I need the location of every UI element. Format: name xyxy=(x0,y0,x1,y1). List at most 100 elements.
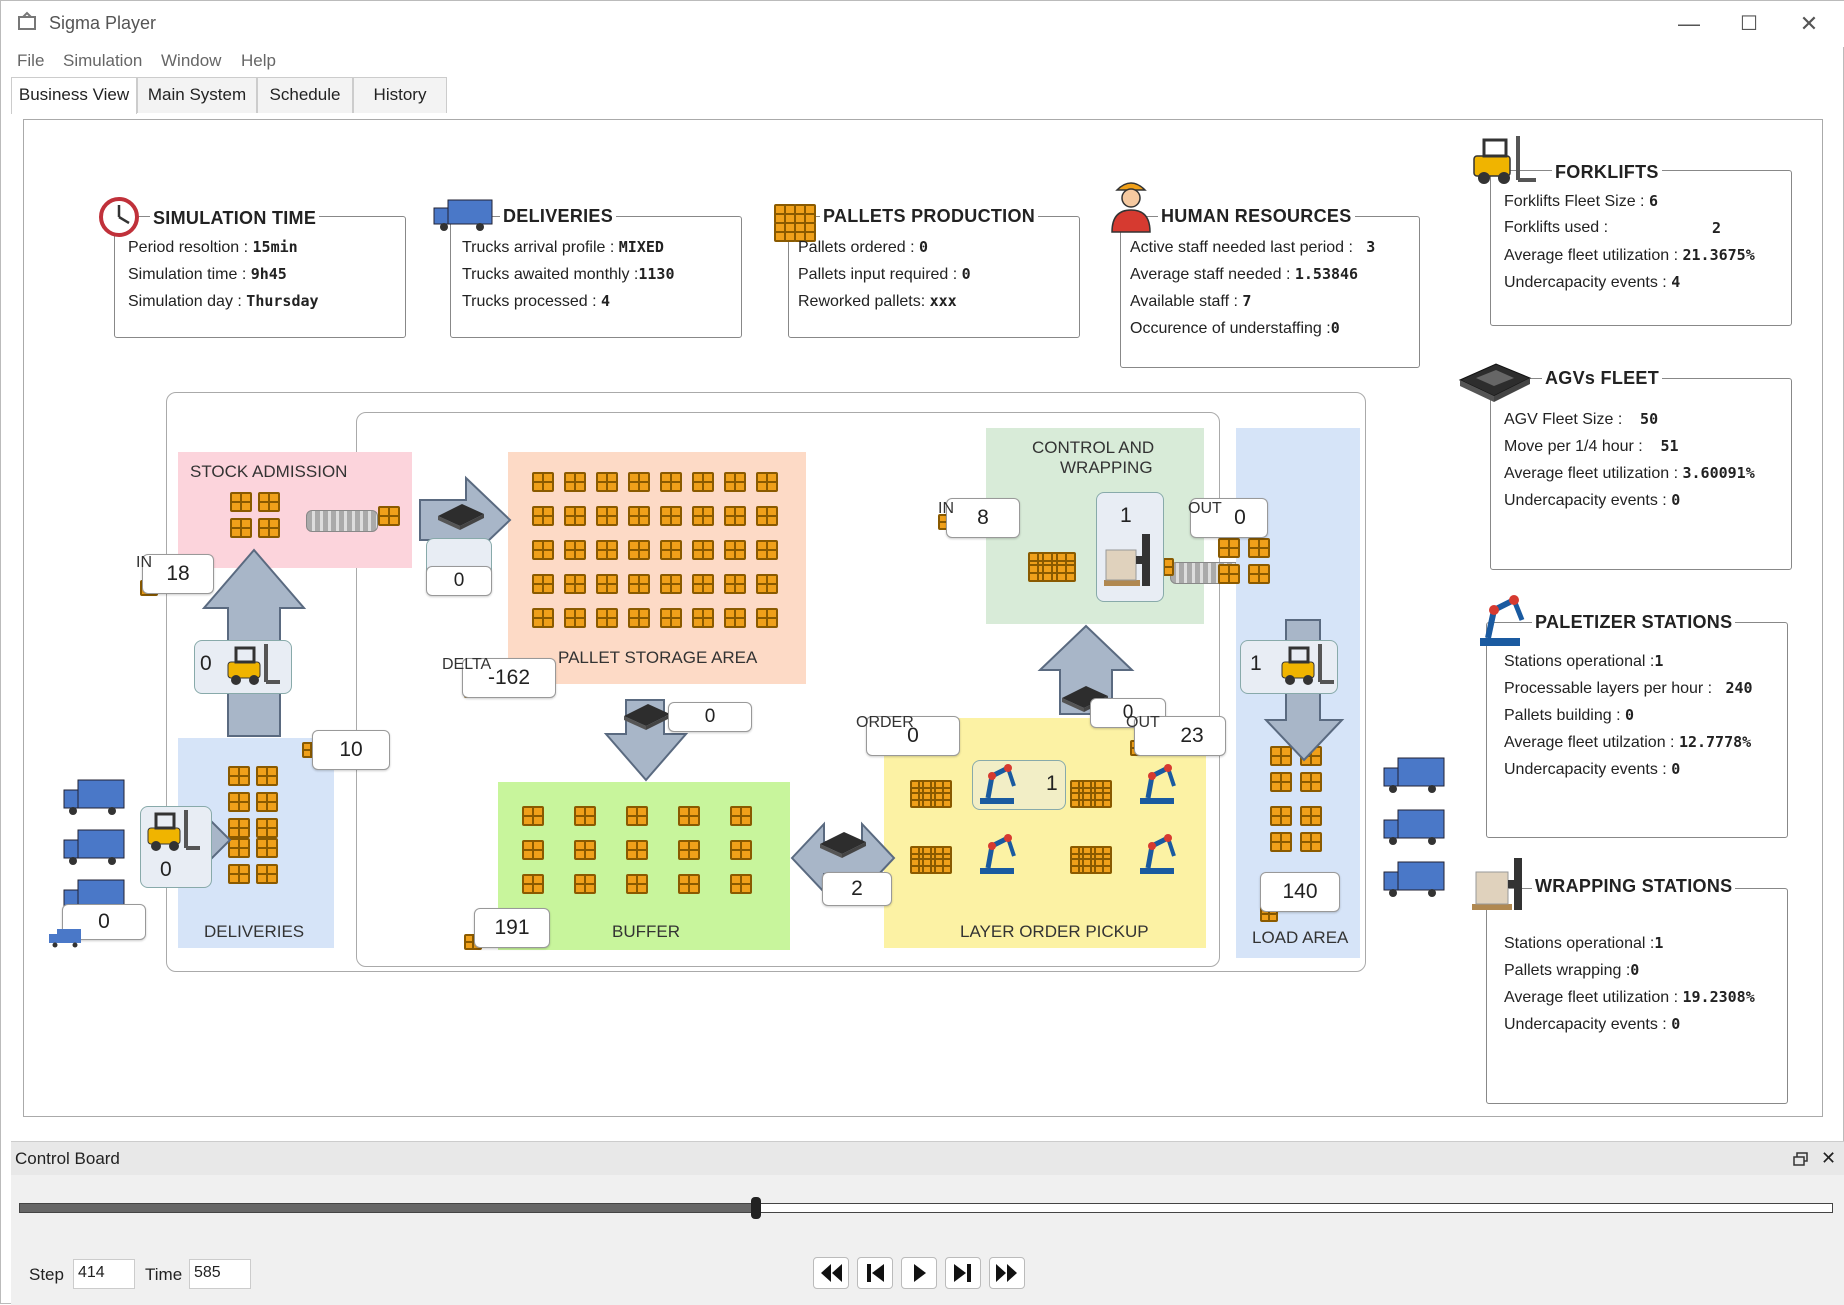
pallet-icon xyxy=(574,874,596,894)
pallet-icon xyxy=(628,540,650,560)
fast-forward-button[interactable] xyxy=(989,1257,1025,1289)
close-panel-icon[interactable]: ✕ xyxy=(1821,1148,1837,1168)
pallet-icon xyxy=(628,574,650,594)
forklifts-row-used: Forklifts used :2 xyxy=(1504,219,1722,237)
pallet-icon xyxy=(794,204,816,224)
app-icon xyxy=(18,11,36,30)
step-forward-button[interactable] xyxy=(945,1257,981,1289)
pallet-icon xyxy=(628,506,650,526)
tab-schedule[interactable]: Schedule xyxy=(257,77,353,113)
truck-icon xyxy=(1383,861,1445,897)
pallets-row-reworked: Reworked pallets: xxx xyxy=(798,292,957,310)
robot-arm-icon xyxy=(980,764,1016,804)
forklift-icon xyxy=(227,644,280,685)
timeline-slider[interactable] xyxy=(19,1197,1833,1219)
wrapping-row-undercapacity: Undercapacity events : 0 xyxy=(1504,1015,1681,1033)
pallets-row-ordered: Pallets ordered : 0 xyxy=(798,238,928,256)
pallet-icon xyxy=(256,838,278,858)
clock-icon xyxy=(99,197,139,237)
hr-row-available: Available staff : 7 xyxy=(1130,292,1252,310)
pallet-icon xyxy=(660,608,682,628)
pallet-icon xyxy=(596,506,618,526)
pallet-icon xyxy=(724,574,746,594)
load-area-counter: 140 xyxy=(1260,872,1340,912)
restore-icon[interactable] xyxy=(1793,1152,1809,1166)
wrapping-row-utilization: Average fleet utilization : 19.2308% xyxy=(1504,988,1755,1006)
menu-window[interactable]: Window xyxy=(161,51,222,70)
pallet-icon xyxy=(692,472,714,492)
close-button[interactable]: ✕ xyxy=(1799,11,1819,36)
menu-simulation[interactable]: Simulation xyxy=(63,51,143,70)
hr-row-understaffing: Occurence of understaffing :0 xyxy=(1130,319,1340,337)
step-field[interactable]: 414 xyxy=(73,1259,135,1289)
pallet-icon xyxy=(660,506,682,526)
window-title: Sigma Player xyxy=(49,13,157,33)
forklifts-panel xyxy=(1490,170,1792,326)
order-label: ORDER xyxy=(856,714,914,731)
pallet-icon xyxy=(1094,792,1112,809)
tab-main-system[interactable]: Main System xyxy=(137,77,257,113)
control-board-title: Control Board xyxy=(15,1149,120,1168)
pallet-icon xyxy=(522,874,544,894)
business-view-canvas: SIMULATION TIME Period resoltion : 15min… xyxy=(23,119,1823,1117)
fast-backward-button[interactable] xyxy=(813,1257,849,1289)
tab-business-view[interactable]: Business View xyxy=(11,77,137,114)
deliveries-zone-label: DELIVERIES xyxy=(204,922,305,941)
play-button[interactable] xyxy=(901,1257,937,1289)
menu-file[interactable]: File xyxy=(17,51,45,70)
pallet-icon xyxy=(934,792,952,809)
control-out-counter: 0 xyxy=(1190,498,1268,538)
pallet-icon xyxy=(256,818,278,838)
pallet-icon xyxy=(1270,806,1292,826)
control-wrapping-zone[interactable] xyxy=(986,428,1204,624)
pallet-icon xyxy=(626,806,648,826)
delta-counter: -162 xyxy=(462,658,556,698)
paletizer-row-layers: Processable layers per hour : 240 xyxy=(1504,679,1753,697)
pallet-icon xyxy=(794,222,816,242)
forklifts-row-utilization: Average fleet utilization : 21.3675% xyxy=(1504,246,1755,264)
pallet-icon xyxy=(692,540,714,560)
maximize-button[interactable]: ☐ xyxy=(1740,13,1758,35)
forklift-icon xyxy=(1473,136,1536,184)
agvs-fleet-title: AGVs FLEET xyxy=(1542,368,1663,389)
deliveries-row-processed: Trucks processed : 4 xyxy=(462,292,611,310)
pallet-icon xyxy=(256,864,278,884)
pallet-icon xyxy=(532,506,554,526)
pallet-icon xyxy=(532,574,554,594)
simulation-time-title: SIMULATION TIME xyxy=(150,208,320,229)
pallet-icon xyxy=(564,472,586,492)
pallet-icon xyxy=(522,806,544,826)
pallet-icon xyxy=(564,574,586,594)
fast-forward-icon xyxy=(996,1264,1017,1282)
robot-arm-icon xyxy=(1480,595,1525,646)
pallet-icon xyxy=(596,540,618,560)
pallet-icon xyxy=(678,874,700,894)
step-backward-icon xyxy=(867,1264,884,1282)
pallet-icon xyxy=(230,518,252,538)
pallet-icon xyxy=(532,472,554,492)
time-field[interactable]: 585 xyxy=(189,1259,251,1289)
tab-history[interactable]: History xyxy=(353,77,447,113)
step-backward-button[interactable] xyxy=(857,1257,893,1289)
pallet-icon xyxy=(596,608,618,628)
paletizer-row-undercapacity: Undercapacity events : 0 xyxy=(1504,760,1681,778)
pallet-icon xyxy=(692,608,714,628)
human-resources-title: HUMAN RESOURCES xyxy=(1158,206,1355,227)
control-station-counter: 1 xyxy=(1120,504,1132,527)
robot-arm-icon xyxy=(1140,834,1176,874)
layer-order-pickup-zone[interactable] xyxy=(884,718,1206,948)
pallet-icon xyxy=(660,574,682,594)
pallet-icon xyxy=(564,540,586,560)
paletizer-row-building: Pallets building : 0 xyxy=(1504,706,1634,724)
minimize-button[interactable]: — xyxy=(1678,11,1700,36)
plant-inner-frame xyxy=(356,412,1220,967)
menu-help[interactable]: Help xyxy=(241,51,276,70)
pallet-icon xyxy=(1248,564,1270,584)
pallet-icon xyxy=(574,840,596,860)
pallet-icon xyxy=(574,806,596,826)
timeline-thumb[interactable] xyxy=(750,1197,761,1219)
pallet-icon xyxy=(730,840,752,860)
pallet-icon xyxy=(756,574,778,594)
title-bar: Sigma Player — ☐ ✕ xyxy=(1,1,1844,47)
control-wrapping-label-1: CONTROL AND xyxy=(1032,438,1155,457)
